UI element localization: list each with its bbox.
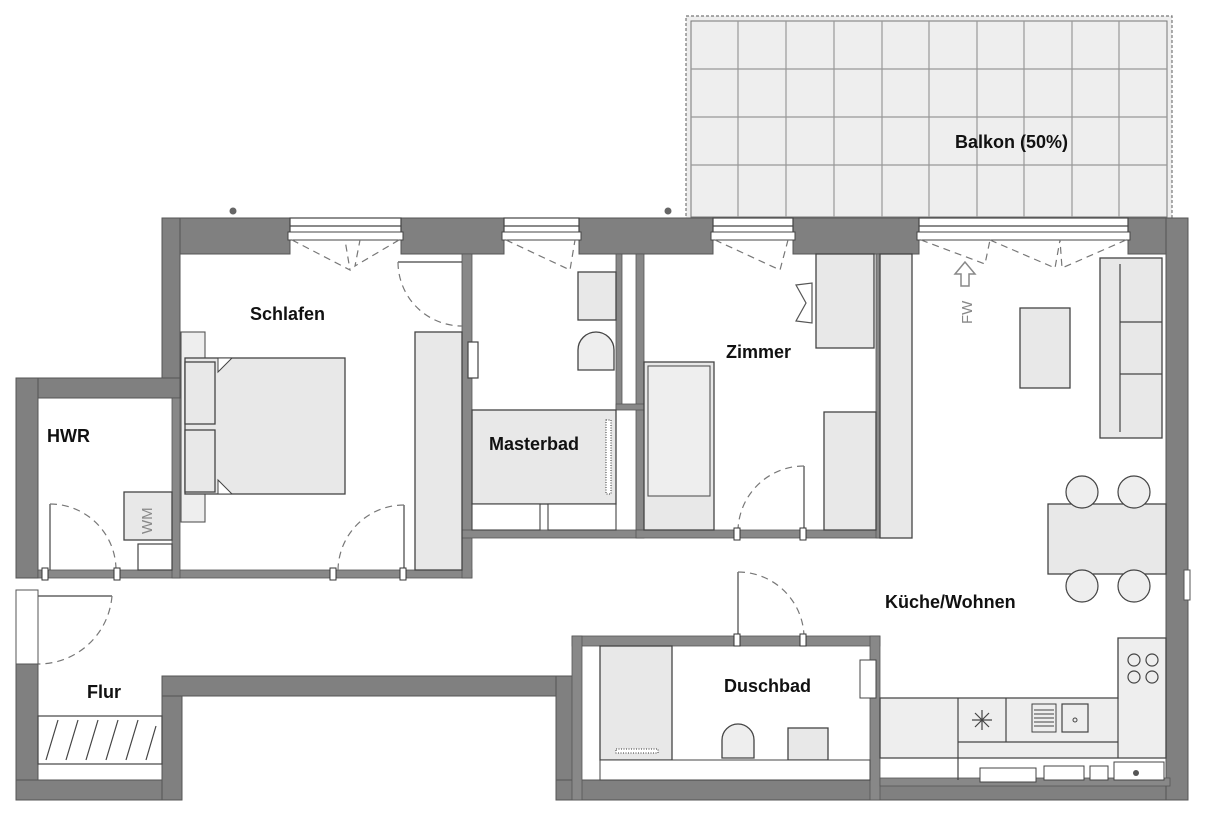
marker-dot (229, 207, 237, 215)
duschbad-fixtures (599, 645, 877, 781)
pillow-1 (184, 361, 216, 425)
room-label-duschbad: Duschbad (724, 676, 811, 696)
masterbad-fixtures (471, 271, 617, 531)
doors (15, 261, 807, 665)
wardrobe (414, 331, 463, 571)
washbasin (787, 727, 829, 761)
balcony (685, 15, 1173, 221)
washing-machine (123, 491, 173, 541)
room-label-masterbad: Masterbad (489, 434, 579, 454)
sofa (1099, 257, 1163, 439)
balcony-tiles (691, 21, 1167, 217)
fire-escape-label: FW (959, 300, 976, 324)
marker-dot (664, 207, 672, 215)
pillow-2 (184, 429, 216, 493)
living-furniture (879, 257, 1167, 783)
washing-machine-label: WM (139, 507, 156, 534)
dining-table (1047, 503, 1167, 575)
shelf (879, 253, 913, 539)
sink (577, 271, 617, 321)
room-label-kueche-wohnen: Küche/Wohnen (885, 592, 1016, 612)
fire-escape-arrow-icon (953, 260, 977, 287)
zimmer-furniture (643, 253, 913, 539)
toilet (721, 723, 755, 759)
flur-wardrobe (37, 715, 163, 765)
hwr-furniture (123, 491, 173, 541)
wardrobe (823, 411, 877, 531)
windows (287, 217, 1191, 601)
shower (599, 645, 673, 761)
room-label-schlafen: Schlafen (250, 304, 325, 324)
room-label-balkon: Balkon (50%) (955, 132, 1068, 152)
outer-walls (15, 217, 1189, 801)
chair (795, 282, 813, 324)
kitchen-counter (879, 637, 1167, 759)
cooktop (1127, 653, 1159, 684)
fridge-snowflake-icon (972, 710, 992, 730)
room-label-zimmer: Zimmer (726, 342, 791, 362)
sink-icon (1031, 703, 1089, 733)
bathtub (471, 409, 617, 505)
bedroom-furniture (137, 331, 479, 571)
toilet (577, 331, 615, 371)
room-label-hwr: HWR (47, 426, 90, 446)
room-label-flur: Flur (87, 682, 121, 702)
desk (815, 253, 875, 349)
coffee-table (1019, 307, 1071, 389)
